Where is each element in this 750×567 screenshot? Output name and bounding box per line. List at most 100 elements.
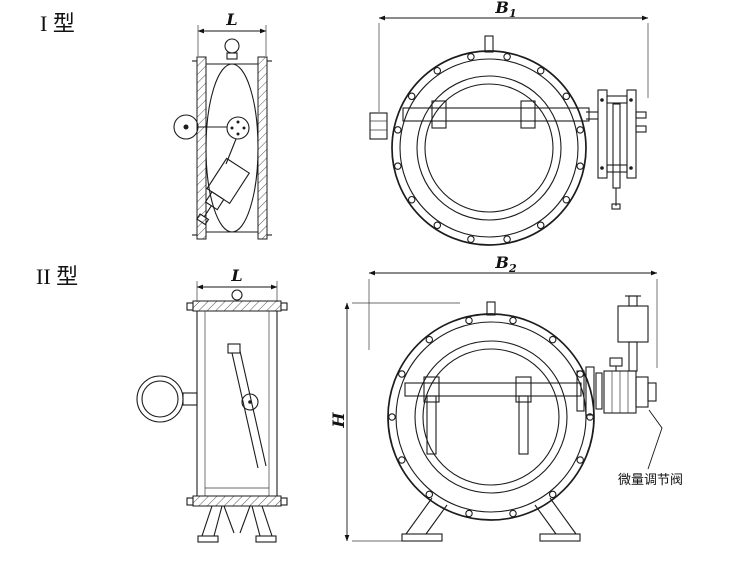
outer-flange-circle bbox=[387, 313, 595, 521]
actuator-stem bbox=[628, 295, 638, 307]
bar-bracket bbox=[431, 100, 447, 129]
leg-left-inner bbox=[425, 504, 448, 535]
disc-hub bbox=[241, 393, 259, 411]
bore-circle bbox=[424, 83, 554, 213]
type2-front-view: 微量调节阀 bbox=[387, 295, 683, 542]
mech-link-top bbox=[606, 95, 628, 104]
dim-B2-label: B2 bbox=[494, 253, 517, 275]
bolt-dot bbox=[629, 166, 633, 170]
cross-bar bbox=[402, 107, 590, 122]
bolt-hole bbox=[398, 370, 406, 378]
bolt-hole bbox=[394, 126, 402, 134]
type1-label: I 型 bbox=[40, 11, 75, 36]
top-flange bbox=[192, 300, 282, 312]
base-leg-left bbox=[201, 505, 223, 537]
mech-rod bbox=[612, 103, 621, 189]
bolt-hole bbox=[503, 53, 511, 61]
actuator-cap bbox=[196, 213, 210, 226]
bolt-hole bbox=[407, 92, 416, 101]
actuator-body bbox=[206, 157, 251, 205]
bolt-hole bbox=[394, 162, 402, 170]
handle bbox=[609, 357, 623, 367]
dimension-L-type2: L bbox=[196, 266, 278, 302]
dimension-H: H bbox=[329, 302, 460, 542]
gland bbox=[635, 376, 649, 408]
body-face-circle bbox=[416, 75, 562, 221]
actuator-gland bbox=[204, 191, 225, 211]
dial-face bbox=[141, 380, 179, 418]
bolt-hole bbox=[536, 66, 545, 75]
micro-valve-leader-line bbox=[647, 409, 663, 470]
bolt-hole bbox=[562, 92, 571, 101]
bolt-dot bbox=[600, 166, 604, 170]
coupling-plate bbox=[595, 372, 603, 410]
pivot-bolt bbox=[242, 126, 246, 130]
linkage bbox=[225, 138, 237, 165]
leg-right-inner bbox=[534, 504, 557, 535]
pivot-bolt bbox=[236, 120, 240, 124]
bolt-dot bbox=[629, 98, 633, 102]
coupling-plate bbox=[585, 366, 595, 416]
support-legs bbox=[401, 497, 581, 542]
pivot-plate bbox=[226, 116, 250, 140]
dim-B1-label: B1 bbox=[494, 0, 516, 20]
dial-indicator bbox=[136, 375, 184, 423]
lifting-eye bbox=[224, 38, 240, 54]
bolt-hole bbox=[509, 316, 517, 325]
bore-circle bbox=[422, 348, 560, 486]
disc-hub-dot bbox=[248, 400, 252, 404]
top-stem bbox=[486, 301, 496, 316]
bolt-hole bbox=[425, 490, 434, 499]
bolt-hole bbox=[433, 221, 442, 230]
micro-valve-annotation: 微量调节阀 bbox=[618, 473, 683, 488]
bolt-hole bbox=[465, 509, 473, 518]
left-flange bbox=[196, 56, 207, 240]
cross-bar bbox=[404, 382, 582, 397]
actuator-box bbox=[617, 305, 649, 343]
outer-flange-circle bbox=[391, 50, 587, 246]
stem-nut bbox=[231, 289, 243, 301]
bar-bracket bbox=[423, 376, 440, 403]
right-flange bbox=[257, 56, 268, 240]
left-tab bbox=[369, 112, 388, 140]
micro-valve-mechanism bbox=[576, 295, 657, 416]
dial-center bbox=[183, 124, 189, 130]
coupling-plate bbox=[576, 370, 585, 412]
flange-bolt bbox=[186, 497, 194, 506]
bolt-dot bbox=[600, 98, 604, 102]
bolt-hole bbox=[433, 66, 442, 75]
type2-side-view bbox=[136, 289, 288, 543]
top-stem bbox=[484, 35, 494, 53]
bolt-hole bbox=[576, 126, 584, 134]
side-mechanism-type1 bbox=[586, 89, 647, 210]
bolt-hole bbox=[503, 235, 511, 243]
bolt-hole bbox=[548, 490, 557, 499]
bolt-holes-type2 bbox=[388, 316, 594, 518]
pivot-bolt bbox=[236, 132, 240, 136]
bolt-hole bbox=[509, 509, 517, 518]
dim-H-label: H bbox=[329, 412, 348, 429]
flange-inner-circle bbox=[399, 58, 579, 238]
bolt-hole bbox=[467, 235, 475, 243]
type1-side-view bbox=[173, 38, 272, 240]
end-cap bbox=[647, 382, 657, 402]
mech-bolt bbox=[635, 125, 647, 133]
hanging-bar bbox=[518, 395, 529, 455]
leg-left-outer bbox=[405, 497, 433, 535]
bolt-hole bbox=[576, 370, 584, 378]
skirt-edge bbox=[239, 505, 251, 534]
foot-pad-left bbox=[401, 533, 443, 542]
dimension-L-type1: L bbox=[197, 10, 267, 56]
bolt-hole bbox=[407, 195, 416, 204]
bolt-hole bbox=[576, 456, 584, 464]
mech-plate bbox=[626, 89, 637, 179]
disc-edge bbox=[239, 350, 267, 467]
actuator-link bbox=[628, 341, 638, 372]
bolt-holes-type1 bbox=[394, 53, 584, 243]
mech-link-bottom bbox=[606, 164, 628, 173]
bolt-hole bbox=[562, 195, 571, 204]
bar-bracket bbox=[515, 376, 532, 403]
type2-label: II 型 bbox=[36, 264, 78, 289]
foot-pad-right bbox=[539, 533, 581, 542]
